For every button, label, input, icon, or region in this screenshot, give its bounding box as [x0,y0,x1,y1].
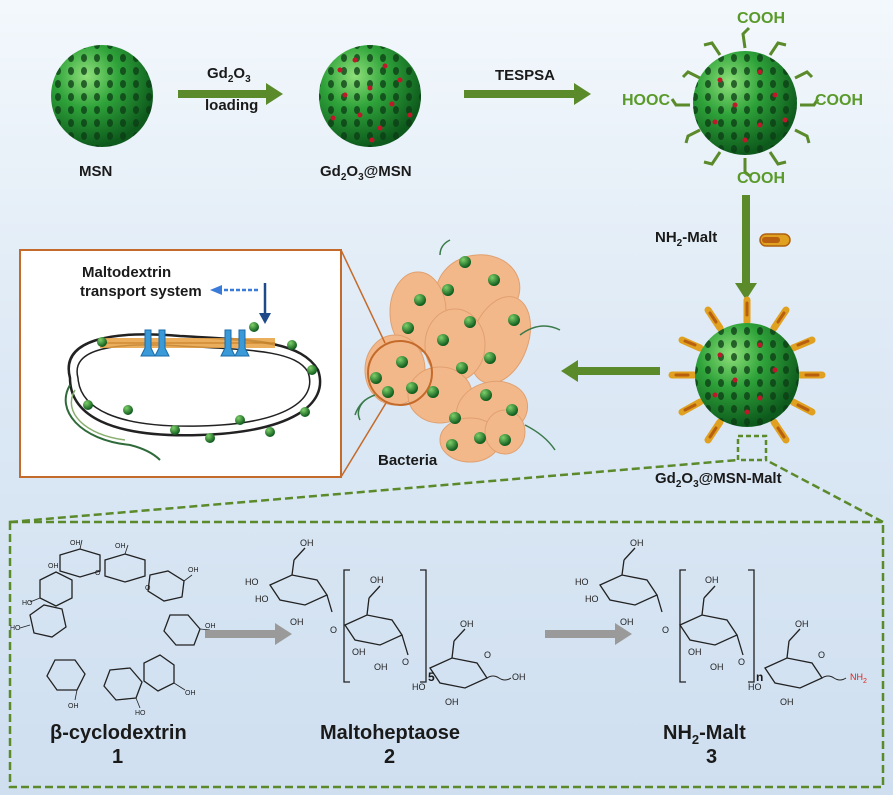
loading-label: loading [205,97,259,114]
svg-text:OH: OH [115,543,126,550]
maltodextrin-label-1: Maltodextrin [82,264,172,281]
svg-text:O: O [738,657,745,667]
svg-text:OH: OH [620,617,634,627]
cyclodextrin-structure [19,539,211,709]
svg-text:OH: OH [795,619,809,629]
svg-text:HO: HO [10,625,21,632]
malt-ligand-icon [759,233,791,247]
svg-text:O: O [145,585,151,592]
svg-text:HO: HO [135,710,146,717]
gd2o3-msn-sphere [319,45,421,147]
svg-text:OH: OH [188,567,199,574]
svg-text:OH: OH [710,662,724,672]
svg-text:OH: OH [185,690,196,697]
hooc-left-label: HOOC [622,92,670,109]
svg-text:OH: OH [705,575,719,585]
gray-arrow-2 [545,623,632,645]
svg-text:OH: OH [300,538,314,548]
repeat-5: 5 [428,670,435,684]
nh2-malt-labels: OH HO HO OH O OH OH OH O OH HO OH O [575,538,825,707]
msn-label: MSN [79,163,113,180]
final-product-label: Gd2O3@MSN-Malt [655,470,782,490]
chemistry-box [8,458,885,789]
arrow-loading [178,83,283,105]
repeat-n: n [756,670,764,684]
cooh-top-label: COOH [737,10,785,27]
svg-text:OH: OH [780,697,794,707]
arrow-tespsa [464,83,591,105]
nh2-malt-reagent-label: NH2-Malt [655,229,718,249]
cooh-bottom-label: COOH [737,170,785,187]
svg-text:O: O [484,650,491,660]
svg-text:HO: HO [22,600,33,607]
gd2o3-reagent-label: Gd2O3 [207,65,251,85]
arrow-to-bacteria [561,360,660,382]
nh2-malt-structure [599,547,847,689]
maltoheptaose-labels: OH HO HO OH O OH OH OH O OH HO OH OH O [245,538,526,707]
malt-sphere [668,296,826,444]
svg-text:HO: HO [245,577,259,587]
nh2-malt-name: NH2-Malt [663,722,746,747]
svg-text:HO: HO [575,577,589,587]
gray-arrow-1 [205,623,292,645]
zoom-box-small [736,434,768,462]
svg-text:O: O [402,657,409,667]
svg-text:OH: OH [512,672,526,682]
cooh-sphere [670,26,820,179]
svg-text:HO: HO [585,594,599,604]
cyclodextrin-name: β-cyclodextrin [50,722,187,744]
maltodextrin-label-2: transport system [80,283,202,300]
svg-text:OH: OH [352,647,366,657]
bacterial-cell [64,283,322,461]
svg-text:OH: OH [630,538,644,548]
svg-text:HO: HO [412,682,426,692]
svg-text:OH: OH [688,647,702,657]
inset-box [19,249,387,478]
svg-text:HO: HO [748,682,762,692]
svg-text:O: O [662,625,669,635]
svg-text:OH: OH [370,575,384,585]
cooh-right-label: COOH [815,92,863,109]
arrow-nh2-malt [735,195,757,300]
svg-text:OH: OH [205,623,216,630]
svg-text:O: O [818,650,825,660]
svg-text:OH: OH [70,540,81,547]
maltoheptaose-number: 2 [384,746,396,768]
nh2-malt-number: 3 [706,746,718,768]
svg-text:O: O [330,625,337,635]
tespsa-label: TESPSA [495,67,556,84]
cyclodextrin-number: 1 [112,746,124,768]
svg-text:OH: OH [445,697,459,707]
cyclodextrin-labels: OH OH OH OH OH HO OH HO HO OH O O [10,540,216,717]
bacteria-cluster [354,239,561,463]
svg-text:O: O [95,570,101,577]
msn-sphere [51,45,153,147]
svg-text:OH: OH [460,619,474,629]
svg-text:OH: OH [68,703,79,710]
bacteria-label: Bacteria [378,452,438,469]
svg-text:HO: HO [255,594,269,604]
svg-text:OH: OH [48,563,59,570]
nh2-red-label: NH2 [850,672,867,685]
gd2o3-msn-label: Gd2O3@MSN [320,163,412,183]
maltoheptaose-structure [269,547,512,689]
svg-text:OH: OH [374,662,388,672]
maltoheptaose-name: Maltoheptaose [320,722,461,744]
svg-text:OH: OH [290,617,304,627]
